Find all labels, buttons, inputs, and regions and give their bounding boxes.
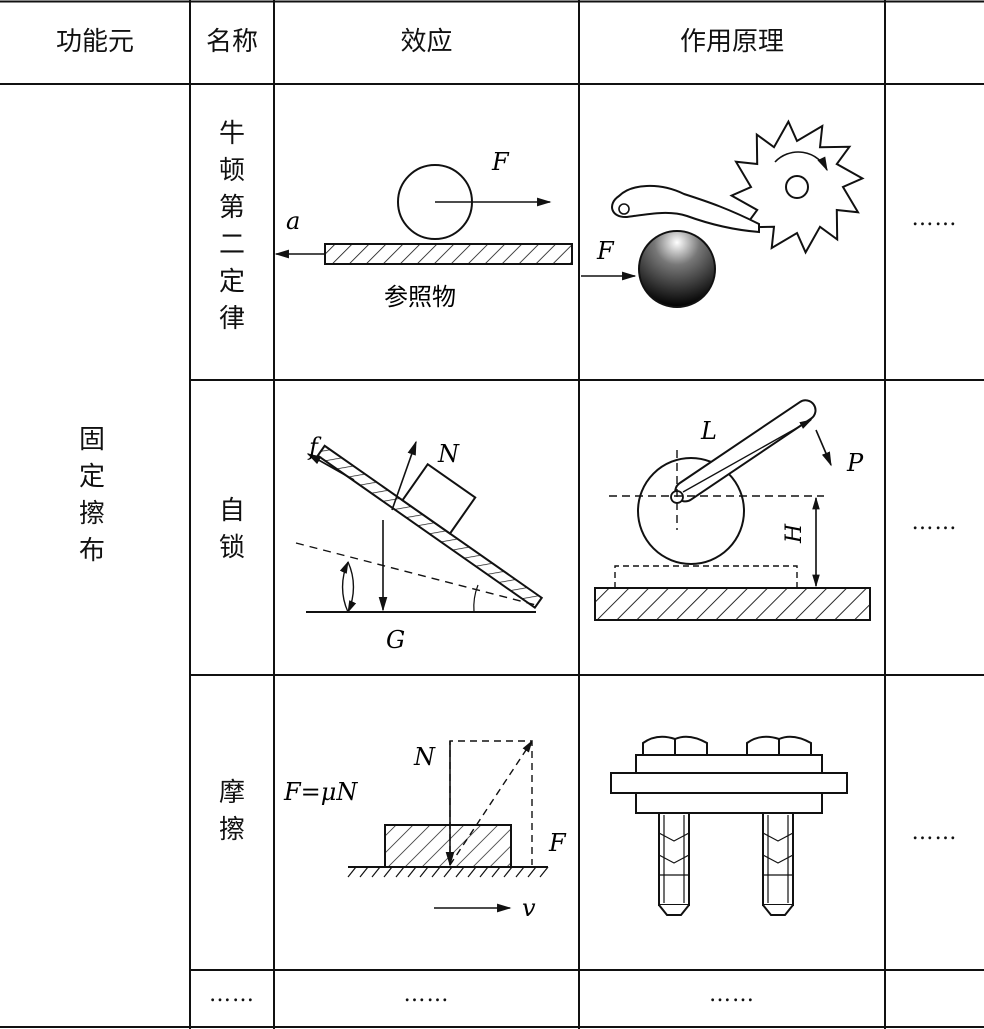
label-F: F <box>548 829 567 857</box>
last-row-effect: …… <box>403 982 450 1007</box>
function-element-char: 擦 <box>78 499 105 529</box>
friction-formula: F=μN <box>283 778 358 806</box>
ratchet-diagram: F <box>581 119 865 308</box>
row-name-char: 摩 <box>218 778 245 808</box>
label-N: N <box>413 743 436 771</box>
label-L: L <box>700 417 717 445</box>
reference-caption: 参照物 <box>384 283 456 311</box>
row3-more: …… <box>911 820 958 845</box>
row1-more: …… <box>911 206 958 231</box>
friction-effect-diagram: F=μN N F v <box>283 739 567 922</box>
sliding-block <box>384 824 512 868</box>
self-lock-effect-diagram: f N G <box>295 433 544 654</box>
normal-arrow <box>391 440 417 511</box>
row-name-char: 锁 <box>218 533 245 563</box>
header-name: 名称 <box>205 27 258 57</box>
label-H: H <box>782 523 807 544</box>
label-N: N <box>437 440 460 468</box>
middle-plate <box>610 772 848 794</box>
force-arrow <box>815 429 832 467</box>
last-row-principle: …… <box>709 982 755 1007</box>
top-plate <box>635 754 823 774</box>
row3-name: 摩擦 <box>212 775 252 849</box>
function-element-char: 固 <box>78 425 105 455</box>
function-element-char: 定 <box>78 462 105 492</box>
gear-wheel <box>729 119 865 255</box>
header-effect: 效应 <box>400 27 453 57</box>
row-name-char: 律 <box>218 304 245 334</box>
roller-ball <box>638 230 716 308</box>
newton-effect-diagram: F a 参照物 <box>274 148 573 311</box>
block-shape <box>401 462 477 535</box>
label-v: v <box>522 894 536 922</box>
last-row-name: …… <box>209 982 255 1007</box>
gear-hub <box>785 175 809 199</box>
label-P: P <box>846 449 864 477</box>
bottom-plate <box>635 792 823 814</box>
header-function-element: 功能元 <box>55 27 134 57</box>
row-name-char: 牛 <box>218 119 245 149</box>
row-name-char: 自 <box>218 496 245 526</box>
row-name-char: 二 <box>218 230 245 260</box>
label-F: F <box>596 237 615 265</box>
clamp-handle <box>674 399 817 503</box>
friction-arrow <box>306 453 355 481</box>
eccentric-disc <box>637 457 745 565</box>
row-name-char: 顿 <box>218 156 245 186</box>
row-name-char: 第 <box>218 193 245 223</box>
label-G: G <box>386 626 405 654</box>
label-F: F <box>491 148 510 176</box>
bolted-joint-diagram <box>610 735 848 916</box>
row-name-char: 定 <box>218 267 245 297</box>
base-plate <box>594 587 871 621</box>
pawl-lever <box>611 184 760 234</box>
header-principle: 作用原理 <box>679 27 784 57</box>
reference-plate <box>324 243 573 265</box>
eccentric-clamp-diagram: L P H <box>594 399 871 621</box>
lever-arrow <box>682 419 813 493</box>
row2-name: 自锁 <box>212 493 252 567</box>
row2-more: …… <box>911 510 958 535</box>
rotation-arrow <box>774 151 828 172</box>
row-name-char: 擦 <box>218 815 245 845</box>
label-a: a <box>286 207 300 235</box>
function-element-char: 布 <box>78 536 105 566</box>
row1-name: 牛顿第二定律 <box>212 116 252 338</box>
function-element-label: 固 定 擦 布 <box>72 422 112 570</box>
